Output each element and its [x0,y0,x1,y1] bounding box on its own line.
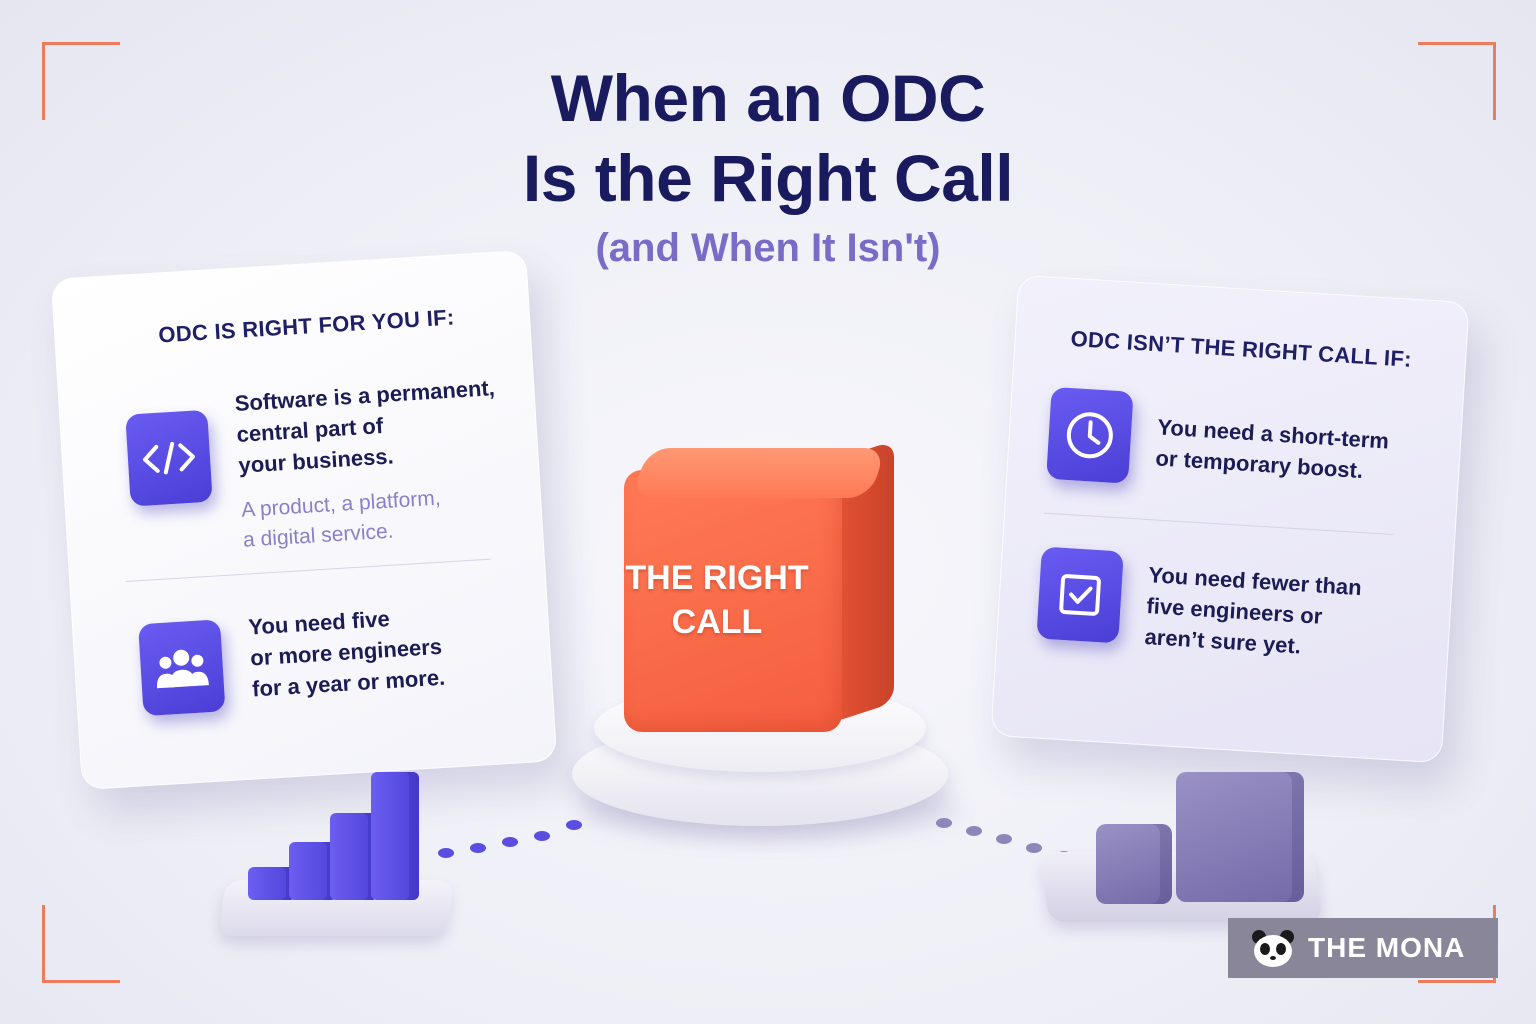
logo-text: THE MONA [1308,932,1466,963]
connector-dot [470,843,486,853]
code-icon [125,409,213,507]
connector-dot [502,837,518,847]
right-call-cube [624,470,842,732]
corner-bracket-bottom-left [42,905,120,983]
bar-chart-bar [371,772,419,900]
page-title: When an ODC Is the Right Call [368,58,1168,218]
connector-dot [566,820,582,830]
connector-dot [1026,843,1042,853]
corner-bracket-top-left [42,42,120,120]
connector-dot [534,831,550,841]
cube-top-face [631,448,887,498]
page-title-line-1: When an ODC [550,61,986,135]
clock-icon [1046,386,1134,484]
right-for-you-card: ODC IS RIGHT FOR YOU IF: Software is a p… [50,249,558,791]
bar-chart-bar [289,842,337,900]
corner-bracket-top-right [1418,42,1496,120]
card-heading: ODC IS RIGHT FOR YOU IF: [157,304,456,348]
panda-icon [1252,930,1294,967]
cube-label: THE RIGHT CALL [625,559,809,641]
connector-dot [438,848,454,858]
card-heading: ODC ISN’T THE RIGHT CALL IF: [1069,325,1413,372]
not-right-call-card: ODC ISN’T THE RIGHT CALL IF: You need a … [990,274,1470,764]
item-text-short-term: You need a short-term or temporary boost… [1154,414,1390,484]
team-icon [138,619,226,717]
connector-dot [966,826,982,836]
page-subtitle: (and When It Isn't) [595,226,941,270]
large-block [1176,772,1304,902]
brand-logo: THE MONA [1228,918,1498,978]
item-text-fewer-engineers: You need fewer than five engineers or ar… [1143,562,1363,659]
item-text-permanent-software: Software is a permanent, central part of… [233,375,496,478]
bar-chart-bar [248,867,296,900]
small-block [1096,824,1172,904]
page-title-line-2: Is the Right Call [522,141,1014,215]
connector-dot [936,818,952,828]
card-divider [125,558,491,583]
card-divider [1043,512,1394,536]
checkbox-icon [1036,546,1124,644]
bar-chart-bar [330,813,378,900]
item-text-five-engineers: You need five or more engineers for a ye… [247,605,446,702]
connector-dot [996,834,1012,844]
item-note-examples: A product, a platform, a digital service… [240,486,442,552]
